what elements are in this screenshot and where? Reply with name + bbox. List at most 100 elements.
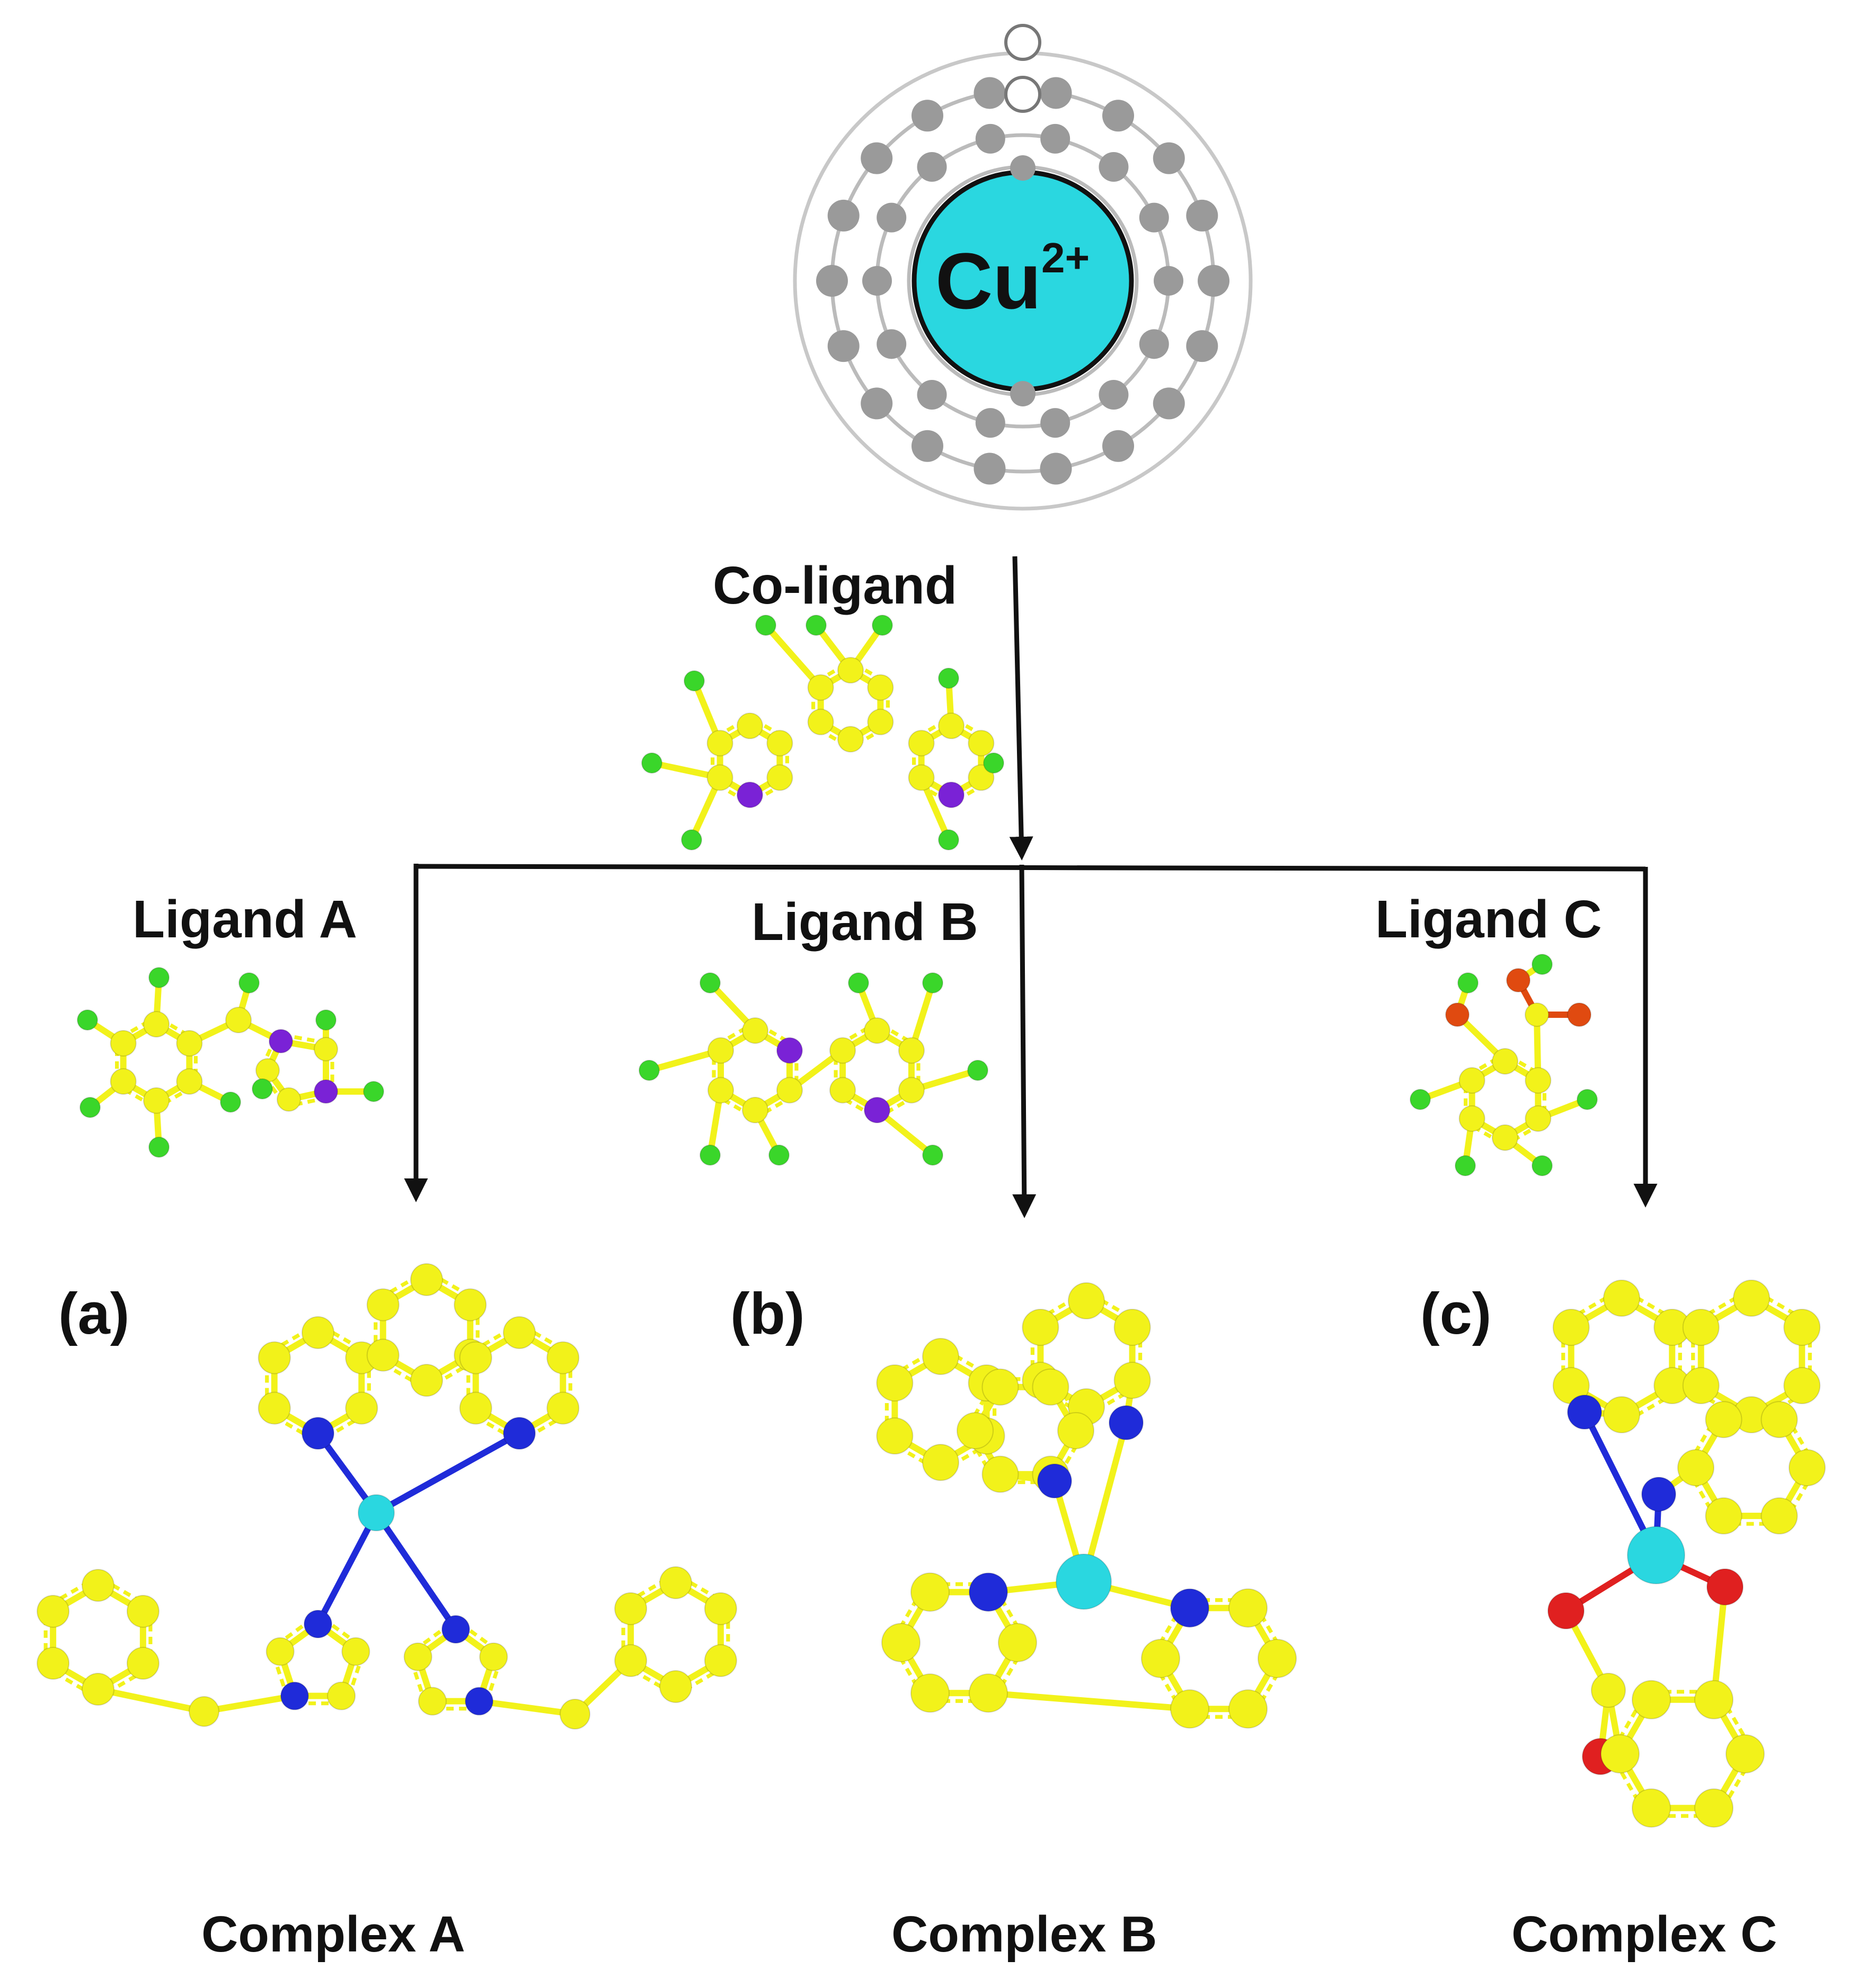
- vacancy-outer: [1004, 24, 1041, 61]
- electron: [1186, 199, 1218, 232]
- atom: [1492, 1124, 1518, 1151]
- flow-arrows: [404, 556, 1658, 1218]
- atom: [983, 752, 1004, 774]
- atom: [459, 1341, 492, 1374]
- ligand-c-label: Ligand C: [1375, 890, 1602, 949]
- atom: [225, 1007, 252, 1033]
- atom: [766, 730, 793, 757]
- coligand-label: Co-ligand: [713, 556, 958, 615]
- aromatic-bond: [1624, 1390, 1677, 1424]
- electron: [974, 453, 1006, 485]
- atom: [465, 1687, 494, 1716]
- bond: [201, 1692, 298, 1715]
- bond: [373, 1510, 459, 1633]
- atom: [1037, 1463, 1072, 1498]
- atom: [269, 1029, 293, 1053]
- atom: [876, 1417, 914, 1454]
- atom: [110, 1068, 137, 1095]
- electron: [1099, 152, 1129, 182]
- atom: [479, 1642, 508, 1671]
- atom: [277, 1087, 301, 1112]
- electron: [1040, 453, 1072, 485]
- atom: [837, 726, 864, 753]
- arrow-to-complex-b: [1012, 864, 1037, 1218]
- atom: [1627, 1526, 1685, 1584]
- atom: [37, 1595, 70, 1628]
- electron: [827, 199, 860, 232]
- atom: [1458, 1105, 1485, 1132]
- atom: [302, 1316, 334, 1349]
- atom: [829, 1077, 856, 1104]
- atom: [1677, 1449, 1714, 1486]
- atom: [1632, 1788, 1671, 1828]
- atom: [314, 1079, 338, 1104]
- atom: [1632, 1680, 1671, 1719]
- atom: [829, 1037, 856, 1064]
- atom: [807, 708, 834, 735]
- atom: [1258, 1639, 1297, 1678]
- arrow-main-down: [1009, 556, 1033, 861]
- atom: [304, 1610, 332, 1638]
- atom: [1445, 1003, 1470, 1027]
- atom: [1567, 1395, 1602, 1430]
- atom: [957, 1412, 994, 1449]
- atom: [441, 1615, 470, 1644]
- electron: [1153, 142, 1185, 174]
- atom: [1228, 1689, 1268, 1729]
- atom: [1492, 1048, 1518, 1075]
- atom: [1760, 1401, 1798, 1439]
- atom: [707, 1077, 735, 1104]
- atom: [1706, 1568, 1744, 1605]
- atom: [922, 1145, 943, 1166]
- atom: [706, 764, 733, 791]
- electron: [917, 152, 947, 182]
- aromatic-bond: [892, 1587, 925, 1640]
- atom: [143, 1011, 170, 1037]
- atom: [1603, 1280, 1640, 1317]
- bond: [373, 1430, 523, 1516]
- complex-c-label: Complex C: [1511, 1906, 1777, 1963]
- atom: [363, 1081, 384, 1102]
- bond: [95, 1686, 207, 1715]
- atom: [341, 1637, 370, 1666]
- aromatic-bond: [993, 1587, 1027, 1640]
- atom: [37, 1647, 70, 1680]
- ligand-c-molecule: [1410, 954, 1598, 1176]
- aromatic-bond: [1696, 1289, 1749, 1323]
- atom: [968, 764, 995, 791]
- atom: [938, 829, 959, 850]
- atom: [659, 1566, 692, 1599]
- atom: [1682, 1367, 1720, 1404]
- atom: [1705, 1497, 1742, 1534]
- atom: [358, 1494, 395, 1531]
- electron: [1186, 330, 1218, 362]
- atom: [503, 1316, 536, 1349]
- atom: [910, 1673, 950, 1713]
- atom: [110, 1030, 137, 1057]
- aromatic-bond: [892, 1645, 925, 1698]
- atom: [1525, 1067, 1552, 1094]
- bond: [985, 1690, 1193, 1713]
- atom: [707, 1037, 735, 1064]
- aromatic-bond: [1624, 1289, 1677, 1323]
- bond: [476, 1698, 578, 1717]
- electron: [1139, 329, 1169, 359]
- aromatic-bond: [1754, 1289, 1807, 1323]
- atom: [968, 730, 995, 757]
- atom: [1410, 1089, 1431, 1110]
- atom: [82, 1673, 114, 1706]
- atom: [766, 764, 793, 791]
- atom: [867, 708, 894, 735]
- atom: [614, 1644, 648, 1677]
- atom: [1455, 1155, 1476, 1176]
- atom: [1591, 1673, 1626, 1708]
- atom: [454, 1288, 487, 1321]
- atom: [1532, 1155, 1553, 1176]
- atom: [641, 752, 662, 774]
- atom: [403, 1642, 432, 1671]
- atom: [737, 782, 763, 809]
- atom: [126, 1647, 160, 1680]
- atom: [1760, 1497, 1798, 1534]
